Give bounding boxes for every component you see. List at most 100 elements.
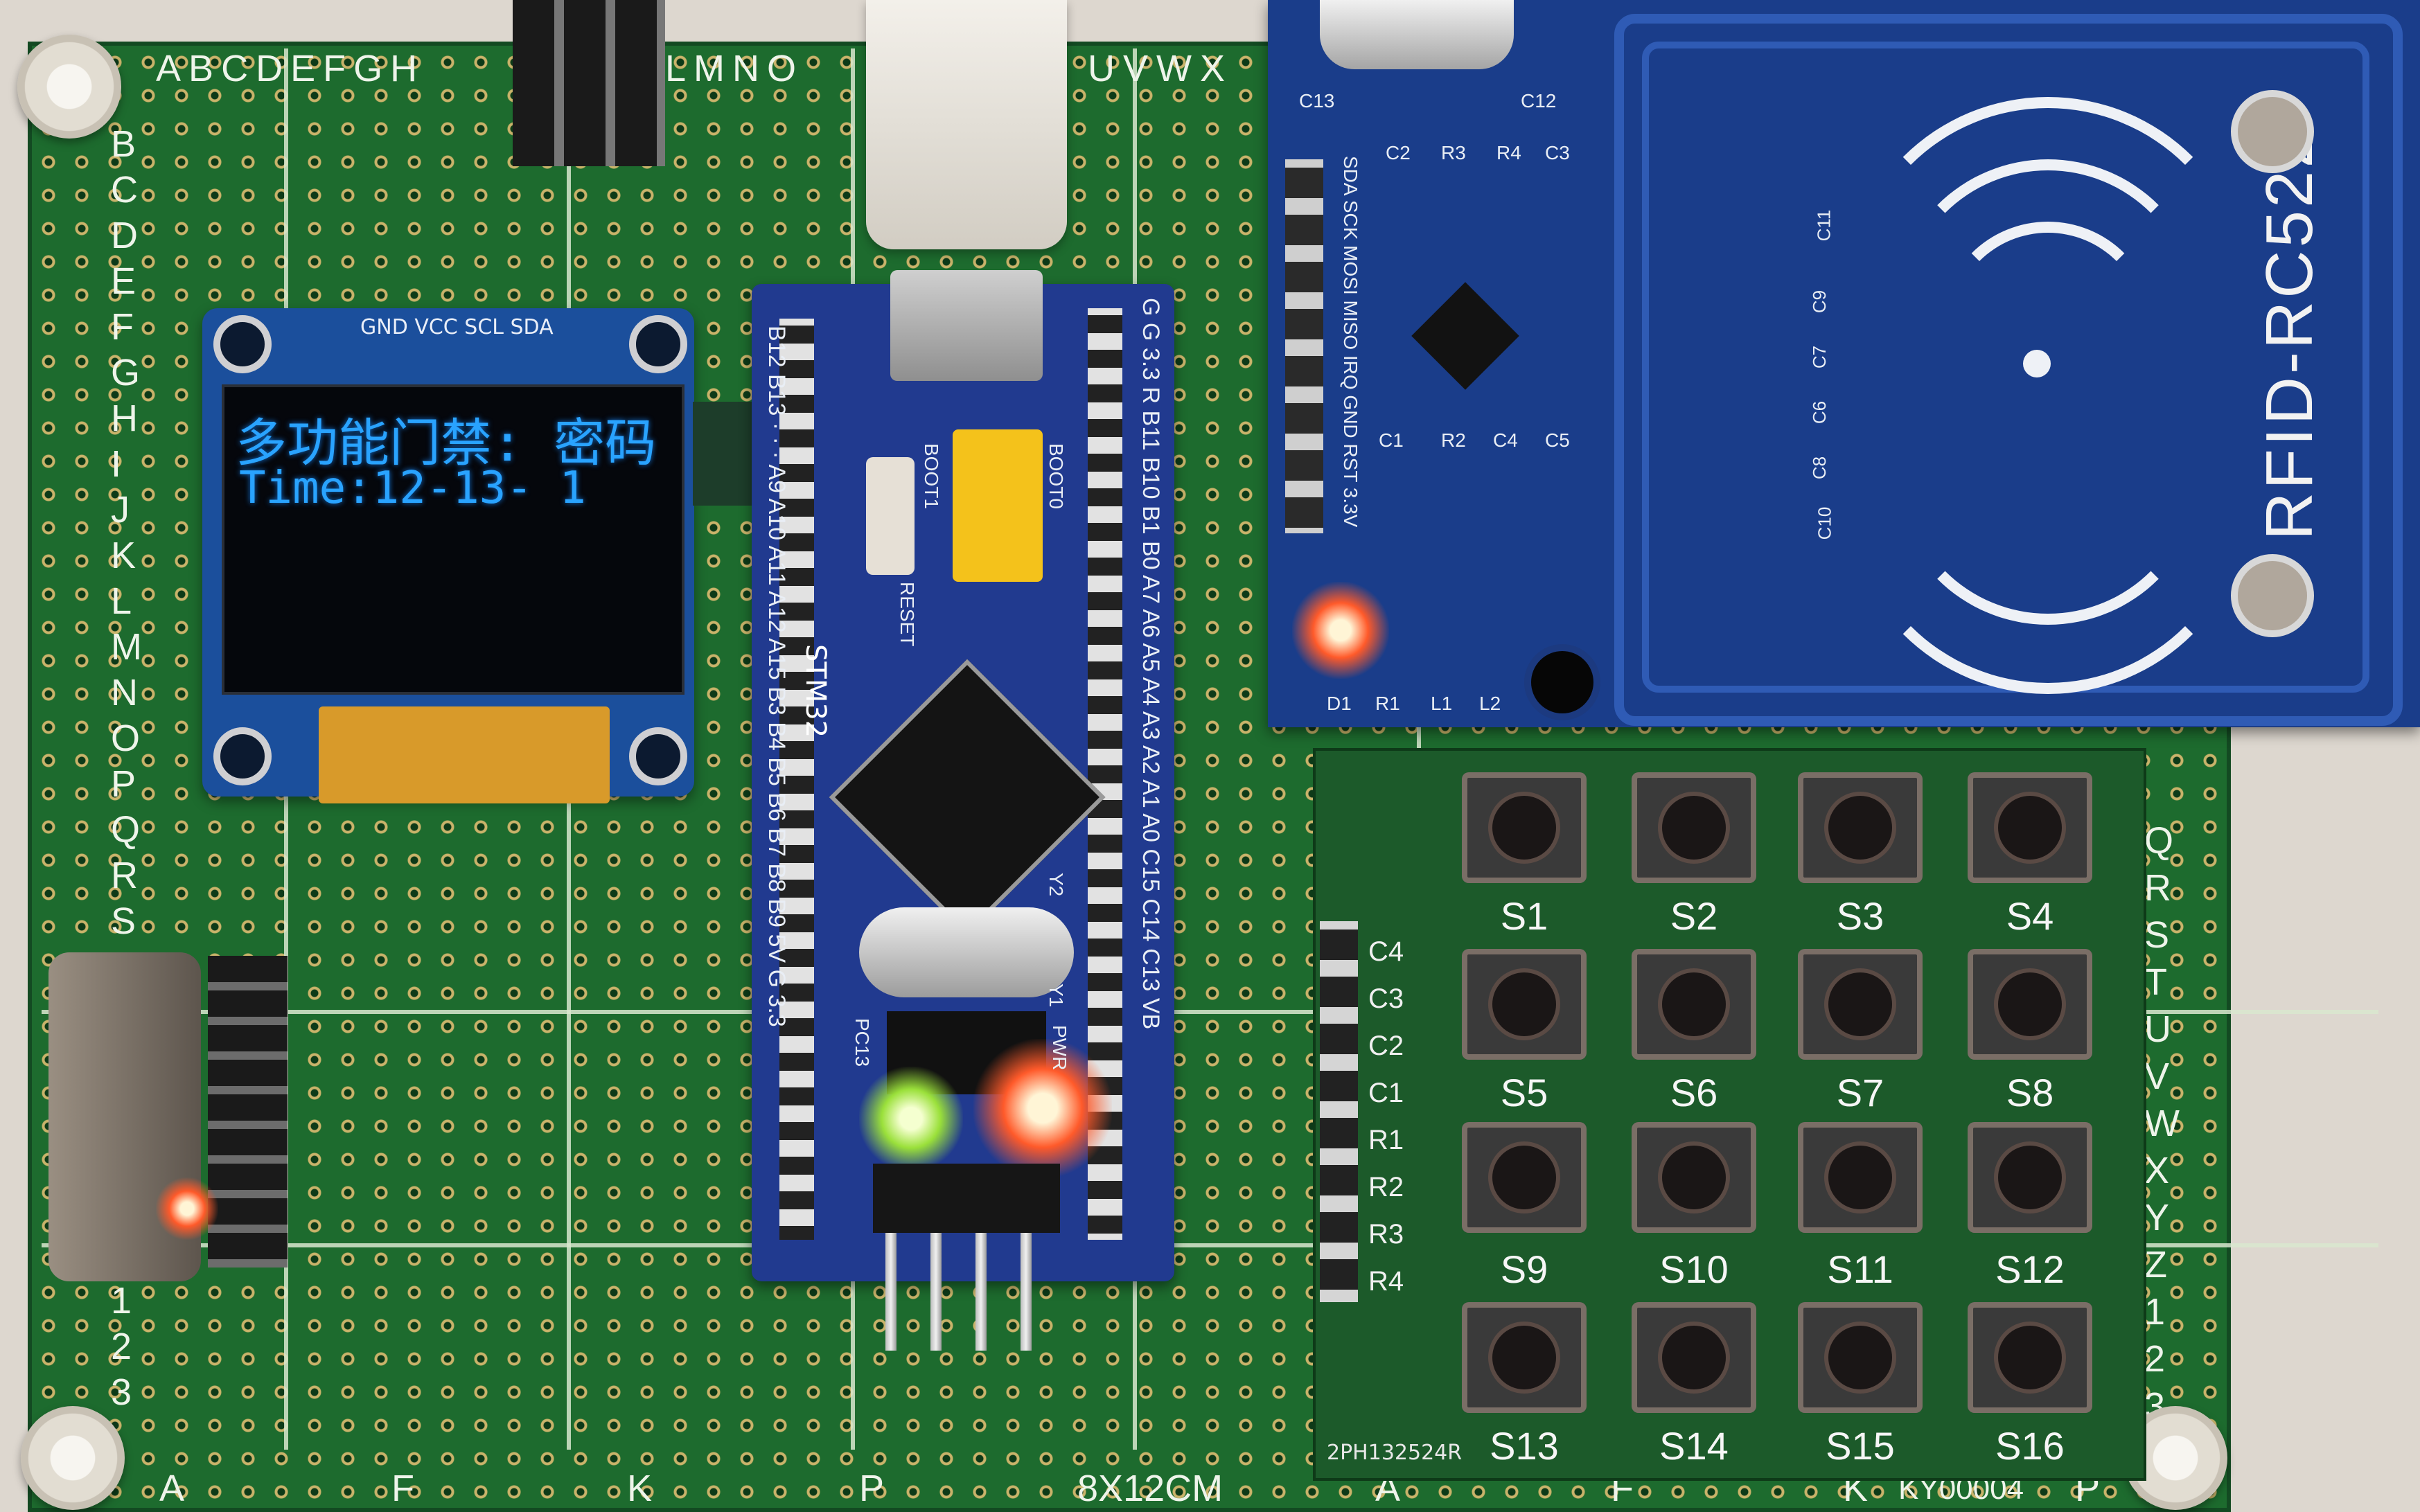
- key-cap: [1662, 1146, 1726, 1209]
- part-label: C4: [1493, 429, 1518, 451]
- rfid-wave-center: [2023, 350, 2051, 377]
- key-s7[interactable]: [1798, 949, 1923, 1060]
- top-letters-3: UVWX: [1088, 48, 1234, 89]
- usb-port: [890, 270, 1043, 381]
- oled-pin-labels: GND VCC SCL SDA: [360, 315, 554, 339]
- key-cap: [1828, 1146, 1892, 1209]
- pin: [1021, 1233, 1032, 1351]
- key-s4[interactable]: [1968, 772, 2092, 883]
- part-label: C12: [1521, 90, 1557, 112]
- part-label: C5: [1545, 429, 1570, 451]
- key-s16[interactable]: [1968, 1302, 2092, 1413]
- boot1-label: BOOT1: [921, 443, 942, 509]
- key-s14[interactable]: [1632, 1302, 1756, 1413]
- mount-hole: [629, 727, 687, 785]
- pin: [930, 1233, 942, 1351]
- reset-button[interactable]: [866, 457, 915, 575]
- key-cap: [1662, 972, 1726, 1036]
- key-s9[interactable]: [1462, 1122, 1587, 1233]
- key-label: S1: [1500, 894, 1548, 938]
- reset-label: RESET: [897, 582, 918, 647]
- keypad-pin-header: [1320, 921, 1358, 1302]
- bottom-label: A: [159, 1468, 185, 1509]
- mount-hole: [213, 727, 272, 785]
- pin-header: [208, 956, 288, 1268]
- key-cap: [1998, 1146, 2062, 1209]
- stm32-label: STM32: [800, 644, 831, 738]
- part-label: C3: [1545, 142, 1570, 163]
- rfid-power-led: [1292, 582, 1389, 679]
- key-cap: [1998, 972, 2062, 1036]
- part-label: C11: [1813, 209, 1835, 242]
- standoff: [17, 35, 121, 139]
- rfid-label: RFID-RC522: [2252, 128, 2326, 540]
- top-letters: ABCDEFGH: [156, 48, 425, 89]
- key-s12[interactable]: [1968, 1122, 2092, 1233]
- key-label: S14: [1659, 1424, 1729, 1468]
- mount-hole: [629, 315, 687, 373]
- key-s15[interactable]: [1798, 1302, 1923, 1413]
- boot-jumpers[interactable]: [953, 429, 1043, 582]
- part-label: C1: [1379, 429, 1404, 451]
- part-label: R4: [1496, 142, 1521, 163]
- key-label: S5: [1500, 1071, 1548, 1114]
- crystal: [859, 907, 1074, 997]
- key-cap: [1828, 796, 1892, 860]
- rfid-pin-labels: SDA SCK MOSI MISO IRQ GND RST 3.3V: [1340, 156, 1361, 528]
- key-s10[interactable]: [1632, 1122, 1756, 1233]
- bottom-label: F: [391, 1468, 414, 1509]
- stm-right-pin-labels: G G 3.3 R B11 B10 B1 B0 A7 A6 A5 A4 A3 A…: [1138, 298, 1164, 1030]
- pc13-led: [859, 1067, 963, 1171]
- pin: [975, 1233, 987, 1351]
- mount-hole: [2231, 90, 2314, 173]
- pin-header: [873, 1164, 1060, 1233]
- pc13-label: PC13: [851, 1018, 873, 1067]
- key-label: S3: [1836, 894, 1884, 938]
- top-letters-2: LMNO: [665, 48, 804, 89]
- key-s6[interactable]: [1632, 949, 1756, 1060]
- key-s5[interactable]: [1462, 949, 1587, 1060]
- key-cap: [1662, 796, 1726, 860]
- key-s8[interactable]: [1968, 949, 2092, 1060]
- key-s13[interactable]: [1462, 1302, 1587, 1413]
- standoff: [21, 1406, 125, 1510]
- key-label: S7: [1836, 1071, 1884, 1114]
- part-label: C7: [1809, 345, 1830, 369]
- grid-line: [42, 1243, 2378, 1247]
- key-cap: [1492, 1326, 1556, 1389]
- part-label: L2: [1479, 693, 1501, 714]
- key-s11[interactable]: [1798, 1122, 1923, 1233]
- part-label: C6: [1809, 400, 1830, 425]
- key-s3[interactable]: [1798, 772, 1923, 883]
- usb-cable: [866, 0, 1067, 249]
- rfid-crystal: [1320, 0, 1514, 69]
- bottom-label: P: [859, 1468, 885, 1509]
- key-label: S12: [1995, 1247, 2065, 1291]
- key-s1[interactable]: [1462, 772, 1587, 883]
- part-label: C13: [1299, 90, 1335, 112]
- oled-text-line1: 多功能门禁: 密码: [236, 413, 657, 473]
- rfid-pin-header: [1285, 159, 1323, 533]
- keypad-code: 2PH132524R: [1327, 1441, 1463, 1465]
- key-cap: [1998, 1326, 2062, 1389]
- pin: [885, 1233, 897, 1351]
- key-label: S10: [1659, 1247, 1729, 1291]
- key-label: S16: [1995, 1424, 2065, 1468]
- rfid-antenna: [1614, 14, 2403, 726]
- mount-hole: [1524, 644, 1600, 720]
- rfid-antenna-inner: [1642, 42, 2369, 693]
- pin-header: [513, 0, 665, 166]
- led-glow: [156, 1177, 218, 1240]
- stm-left-pin-labels: B12 B13 · · · A9 A10 A11 A12 A15 B3 B4 B…: [763, 326, 790, 1027]
- key-label: S15: [1826, 1424, 1895, 1468]
- part-label: C8: [1809, 456, 1830, 480]
- oled-text-line2: Time:12-13- 1: [239, 463, 586, 514]
- key-cap: [1492, 796, 1556, 860]
- key-label: S6: [1670, 1071, 1718, 1114]
- key-s2[interactable]: [1632, 772, 1756, 883]
- part-label: C9: [1809, 290, 1830, 314]
- mount-hole: [213, 315, 272, 373]
